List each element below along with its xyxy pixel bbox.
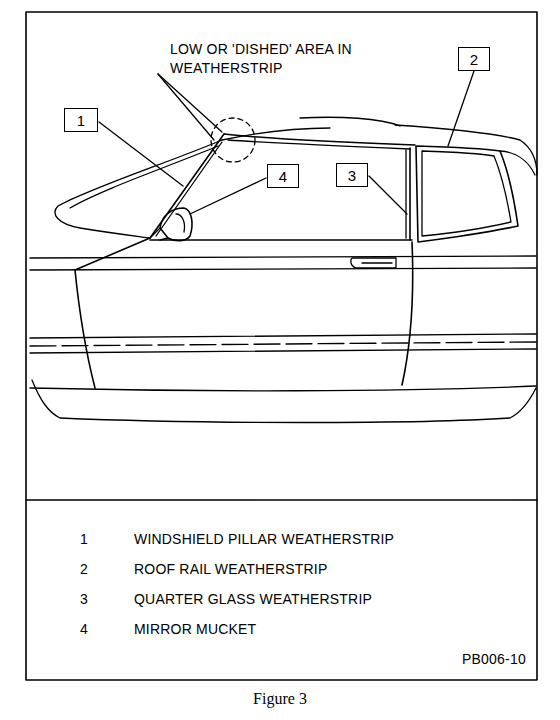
door-rear-edge	[402, 242, 413, 385]
table-divider	[26, 499, 537, 501]
figure-code: PB006-10	[462, 650, 526, 669]
callout-box: 2	[458, 47, 490, 71]
leader-line	[190, 178, 266, 214]
quarter-glass-weatherstrip	[416, 146, 518, 242]
side-molding	[30, 349, 536, 353]
door-front-edge	[75, 270, 95, 388]
key-text: WINDSHIELD PILLAR WEATHERSTRIP	[134, 530, 394, 549]
dished-area-circle	[211, 118, 255, 162]
figure-caption: Figure 3	[253, 690, 307, 708]
callout-number: 1	[77, 113, 85, 128]
mirror-glass	[176, 214, 185, 232]
quarter-glass	[422, 151, 511, 236]
leader-line	[448, 71, 474, 146]
callout-box: 4	[267, 164, 299, 188]
callout-number: 3	[348, 168, 356, 183]
side-molding	[30, 342, 536, 346]
figure-frame	[26, 12, 537, 680]
windshield	[55, 140, 222, 238]
windshield-edge	[70, 146, 218, 208]
callout-box: 3	[336, 163, 368, 187]
callout-number: 4	[279, 169, 287, 184]
key-number: 2	[80, 560, 88, 579]
pillar-weatherstrip	[156, 142, 222, 236]
mirror-mount	[150, 228, 168, 240]
leader-line	[99, 122, 183, 186]
door-handle-detail	[362, 262, 392, 263]
belt-line	[150, 239, 412, 241]
outside-mirror	[160, 208, 192, 241]
b-pillar	[409, 148, 411, 240]
b-pillar-edge	[405, 150, 406, 238]
note-label: LOW OR 'DISHED' AREA IN WEATHERSTRIP	[170, 40, 370, 78]
door-handle	[351, 258, 396, 268]
side-molding	[30, 334, 536, 338]
key-text: QUARTER GLASS WEATHERSTRIP	[134, 590, 372, 609]
callout-box: 1	[64, 108, 98, 132]
roof-line	[300, 117, 400, 126]
leader-line	[369, 176, 407, 214]
windshield-pillar	[75, 134, 224, 270]
rocker-line	[30, 386, 536, 391]
body-line	[30, 268, 536, 270]
key-number: 3	[80, 590, 88, 609]
roof-rail	[224, 134, 415, 145]
key-text: ROOF RAIL WEATHERSTRIP	[134, 560, 327, 579]
body-line	[30, 256, 536, 258]
leader-line	[158, 74, 222, 132]
c-pillar	[500, 151, 535, 175]
lower-body	[32, 380, 536, 423]
leader-line	[158, 74, 214, 140]
callout-number: 2	[470, 52, 478, 67]
key-number: 1	[80, 530, 88, 549]
key-text: MIRROR MUCKET	[134, 620, 256, 639]
key-number: 4	[80, 620, 88, 639]
